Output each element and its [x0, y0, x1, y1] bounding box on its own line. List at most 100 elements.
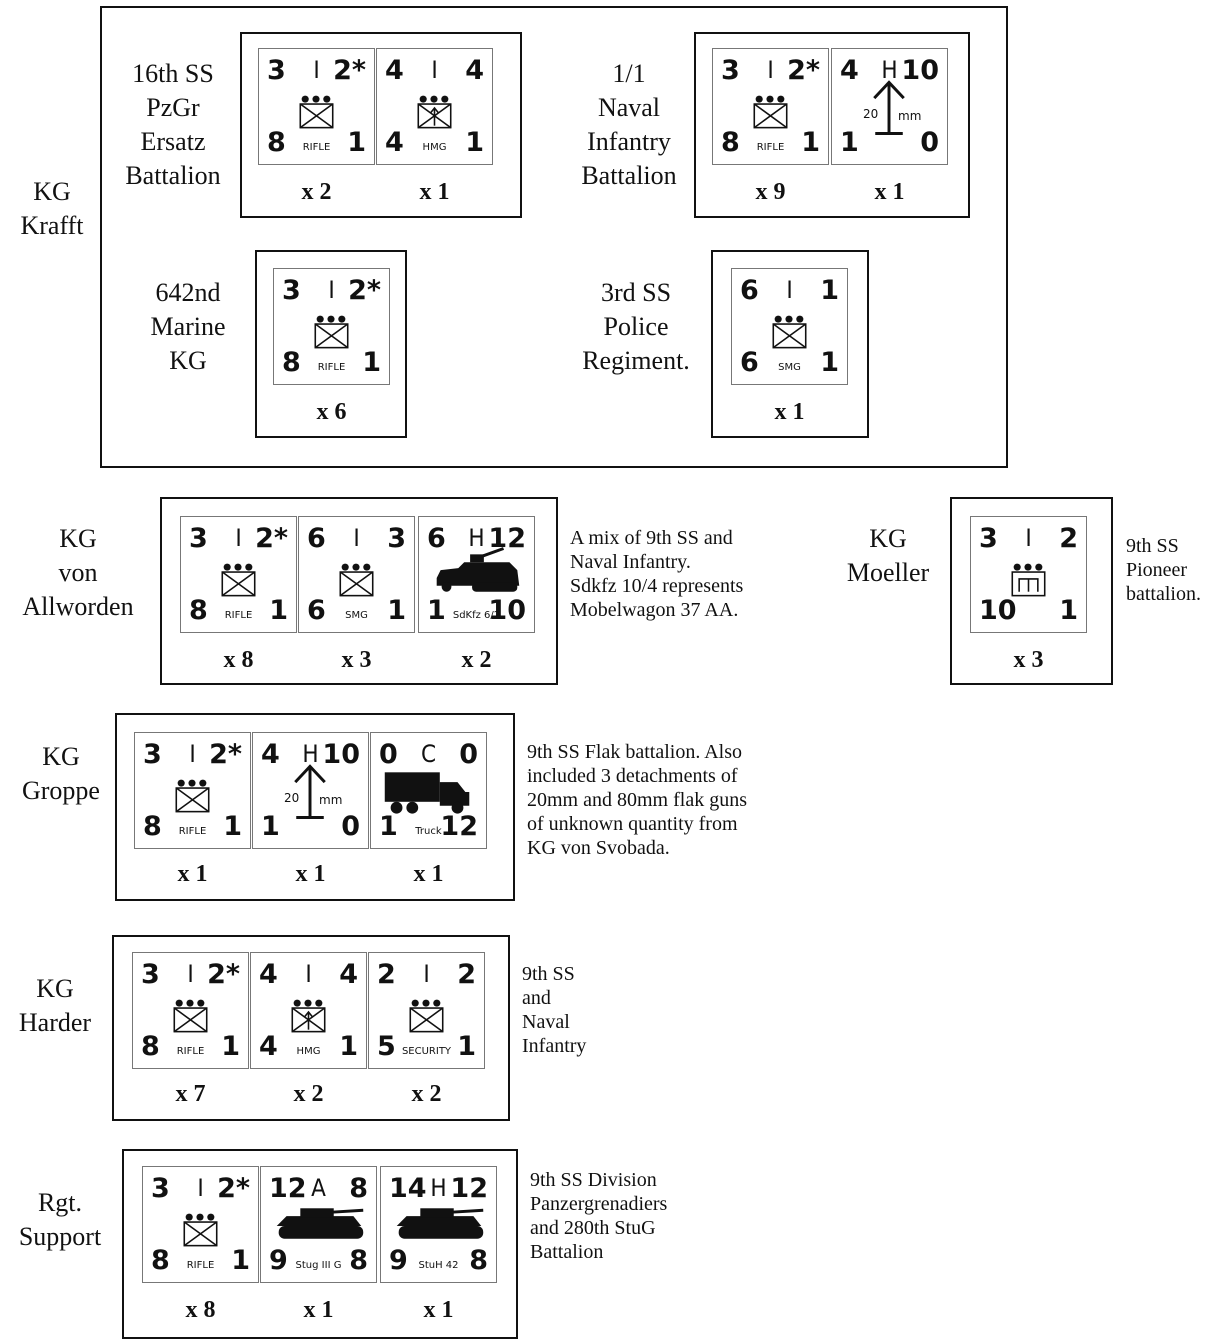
counter-type-label: SMG — [345, 610, 368, 621]
counter-quantity: x 2 — [461, 647, 492, 673]
counter-range-value: 12 — [450, 1173, 488, 1204]
counter-quantity: x 8 — [185, 1297, 216, 1323]
counter-quantity: x 2 — [301, 179, 332, 205]
kg-groppe-box — [115, 713, 515, 901]
counter-caliber: 20 — [284, 791, 300, 805]
counter-range-value: 4 — [465, 55, 484, 86]
counter-range-value: 0 — [459, 739, 478, 770]
counter-type-label: RIFLE — [186, 1260, 215, 1271]
counter-movement-value: 8 — [469, 1245, 488, 1276]
counter-range-value: 1 — [820, 275, 839, 306]
counter-attack-value: 3 — [151, 1173, 170, 1204]
counter-movement-value: 1 — [223, 811, 242, 842]
counter-quantity: x 1 — [774, 399, 805, 425]
kg-harder-box — [112, 935, 510, 1121]
unit-symbol-icon — [294, 764, 326, 820]
unit-symbol-icon — [396, 1208, 484, 1239]
counter-quantity: x 1 — [423, 1297, 454, 1323]
counter-range-value: 2 — [1059, 523, 1078, 554]
unit-symbol-icon — [299, 95, 334, 129]
counter-quantity: x 9 — [755, 179, 786, 205]
counter-quantity: x 2 — [411, 1081, 442, 1107]
counter-attack-value: 4 — [259, 959, 278, 990]
counter-type-label: SECURITY — [401, 1046, 452, 1057]
counter-defense-value: 6 — [307, 595, 326, 626]
counter-range-value: 2* — [217, 1173, 250, 1204]
kg-moeller-note: 9th SS Pioneer battalion. — [1126, 535, 1201, 605]
counter-type-label: RIFLE — [224, 610, 253, 621]
counter-unit-size: H — [468, 524, 485, 552]
counter-attack-value: 3 — [979, 523, 998, 554]
counter-type-label: Stug III G — [295, 1260, 342, 1271]
counter-unit-size: I — [189, 740, 196, 768]
unit-symbol-icon — [417, 95, 452, 129]
counter-defense-value: 1 — [379, 811, 398, 842]
unit-symbol-icon — [384, 772, 470, 814]
counter-quantity: x 8 — [223, 647, 254, 673]
counter-quantity: x 6 — [316, 399, 347, 425]
kg-krafft-label: KG Krafft — [20, 177, 84, 240]
counter-type-label: StuH 42 — [418, 1260, 459, 1271]
counter-attack-value: 6 — [427, 523, 446, 554]
counter-unit-size: I — [305, 960, 312, 988]
counter-defense-value: 8 — [282, 347, 301, 378]
unit-16th-ss-label: 16th SS PzGr Ersatz Battalion — [125, 59, 221, 190]
kg-krafft-frame — [100, 6, 1008, 468]
counter-type-label: RIFLE — [756, 142, 785, 153]
unit-symbol-icon — [753, 95, 788, 129]
counter-movement-value: 1 — [465, 127, 484, 158]
unit-naval-infantry-box — [694, 32, 970, 218]
counter-attack-value: 4 — [385, 55, 404, 86]
counter-attack-value: 3 — [267, 55, 286, 86]
counter-type-label: SdKfz 6/2 — [452, 610, 501, 621]
counter-type-label: HMG — [422, 142, 447, 153]
counter-range-value: 4 — [339, 959, 358, 990]
counter-quantity: x 1 — [303, 1297, 334, 1323]
counter-quantity: x 3 — [341, 647, 372, 673]
counter-quantity: x 1 — [177, 861, 208, 887]
kg-moeller-box — [950, 497, 1113, 685]
kg-harder-note: 9th SS and Naval Infantry — [522, 963, 587, 1057]
counter-unit-size: H — [302, 740, 319, 768]
counter-type-label: HMG — [296, 1046, 321, 1057]
counter-type-label: RIFLE — [302, 142, 331, 153]
unit-symbol-icon — [314, 315, 349, 349]
counter-unit-size: I — [187, 960, 194, 988]
counter-type-label: RIFLE — [178, 826, 207, 837]
counter-movement-value: 1 — [339, 1031, 358, 1062]
counter-quantity: x 3 — [1013, 647, 1044, 673]
unit-16th-ss-box — [240, 32, 522, 218]
counter-movement-value: 1 — [347, 127, 366, 158]
counter-defense-value: 10 — [979, 595, 1017, 626]
counter-range-value: 2* — [255, 523, 288, 554]
counter-unit-size: C — [420, 740, 437, 768]
counter-quantity: x 7 — [175, 1081, 206, 1107]
kg-von-allworden-label: KG von Allworden — [22, 524, 134, 621]
unit-symbol-icon — [436, 547, 520, 592]
counter-defense-value: 1 — [261, 811, 280, 842]
counter-movement-value: 1 — [1059, 595, 1078, 626]
unit-3rd-ss-police-box — [711, 250, 869, 438]
counter-unit-size: I — [313, 56, 320, 84]
counter-attack-value: 3 — [189, 523, 208, 554]
counter-defense-value: 8 — [143, 811, 162, 842]
unit-symbol-icon — [409, 999, 444, 1033]
counter-type-label: SMG — [778, 362, 801, 373]
counter-movement-value: 8 — [349, 1245, 368, 1276]
unit-symbol-icon — [291, 999, 326, 1033]
kg-moeller-label: KG Moeller — [846, 524, 930, 587]
counter-defense-value: 8 — [141, 1031, 160, 1062]
counter-movement-value: 0 — [920, 127, 939, 158]
counter-type-label: Truck — [415, 826, 442, 837]
counter-range-value: 2* — [787, 55, 820, 86]
counter-unit-size: I — [431, 56, 438, 84]
